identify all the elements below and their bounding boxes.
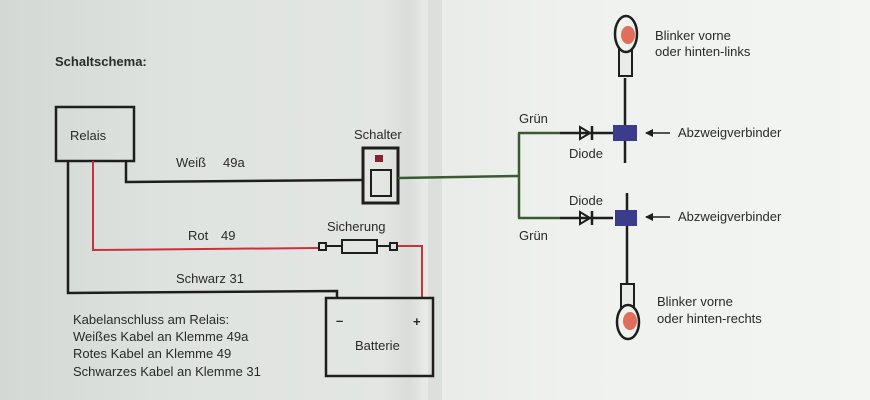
wire-black-31 — [66, 161, 339, 298]
relay-box — [54, 105, 136, 163]
connector-bottom-label: Abzweigverbinder — [678, 209, 782, 224]
wire-red-terminal: 49 — [221, 228, 235, 243]
wire-green-bottom-label: Grün — [519, 228, 548, 243]
connector-bottom-icon — [615, 210, 637, 226]
connector-top-icon — [613, 125, 637, 141]
diode-bottom-label: Diode — [569, 193, 603, 208]
fuse-body — [341, 239, 378, 254]
notes-line: Schwarzes Kabel an Klemme 31 — [73, 364, 261, 379]
battery-box — [324, 296, 435, 378]
fuse-label: Sicherung — [327, 219, 386, 234]
battery-minus: – — [336, 313, 343, 328]
wire-white-49a — [124, 161, 363, 184]
notes-heading: Kabelanschluss am Relais: — [73, 312, 229, 327]
switch-label: Schalter — [354, 127, 402, 142]
wire-green-main — [397, 174, 520, 180]
diode-top-icon — [579, 125, 592, 141]
wire-white-terminal: 49a — [223, 155, 245, 170]
page-fold — [428, 0, 442, 400]
wire-black-label: Schwarz 31 — [176, 271, 244, 286]
blinker-bottom-label-2: oder hinten-rechts — [657, 311, 762, 326]
battery-plus: + — [413, 314, 421, 329]
notes-line: Weißes Kabel an Klemme 49a — [73, 329, 249, 344]
blinker-bottom-label-1: Blinker vorne — [657, 294, 733, 309]
blinker-top-label-2: oder hinten-links — [655, 44, 751, 59]
fuse-terminal-left — [318, 242, 327, 251]
connector-top-label: Abzweigverbinder — [678, 125, 782, 140]
wire-red-49 — [92, 161, 319, 252]
blinker-top-bulb — [621, 26, 635, 44]
fuse-terminal-right — [389, 242, 398, 251]
switch-rocker[interactable] — [370, 169, 392, 197]
switch-led-icon — [375, 155, 383, 162]
wire-white-label: Weiß — [176, 155, 206, 170]
diode-bottom-icon — [579, 210, 592, 226]
diode-top-label: Diode — [569, 146, 603, 161]
wire-red-to-battery — [398, 245, 423, 298]
blinker-top-label-1: Blinker vorne — [655, 28, 731, 43]
notes-line: Rotes Kabel an Klemme 49 — [73, 346, 231, 361]
arrow-left-icon — [645, 129, 653, 137]
wire-red-label: Rot — [188, 228, 209, 243]
relay-label: Relais — [70, 128, 107, 143]
switch-body — [361, 146, 400, 205]
arrow-left-icon — [645, 213, 653, 221]
battery-label: Batterie — [355, 338, 400, 353]
blinker-bottom-bulb — [623, 312, 637, 330]
wire-green-top-label: Grün — [519, 111, 548, 126]
diagram-title: Schaltschema: — [55, 54, 147, 69]
